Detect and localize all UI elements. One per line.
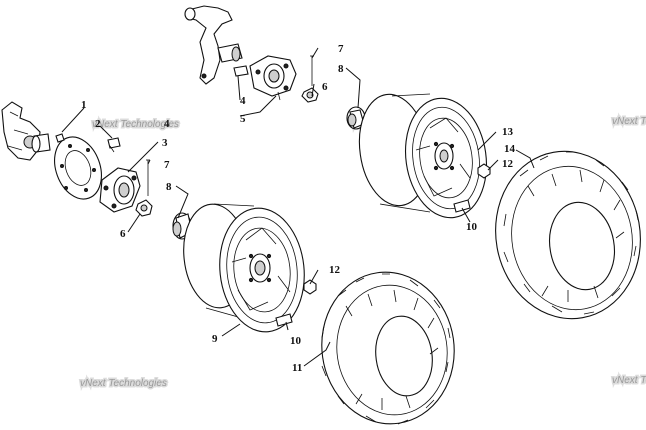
callout-7-left: 7 bbox=[164, 159, 170, 171]
callout-12-upper: 12 bbox=[502, 158, 514, 170]
lower-valve-stem bbox=[275, 313, 293, 327]
callout-6-upper: 6 bbox=[322, 81, 328, 93]
callout-9: 9 bbox=[212, 333, 218, 345]
lower-tire bbox=[321, 271, 455, 425]
callout-13: 13 bbox=[502, 126, 514, 138]
upper-lug-nut bbox=[477, 163, 491, 179]
callout-7-upper: 7 bbox=[338, 43, 344, 55]
upper-hub-bolt bbox=[233, 65, 249, 77]
watermark-text: vNext Technologies bbox=[92, 119, 179, 130]
callout-14: 14 bbox=[504, 143, 516, 155]
callout-2: 2 bbox=[95, 118, 101, 130]
upper-wheel-rim bbox=[358, 93, 488, 219]
leader-lines bbox=[61, 47, 535, 367]
callout-12-lower: 12 bbox=[329, 264, 341, 276]
left-steering-knuckle bbox=[1, 101, 51, 161]
callout-4-upper: 4 bbox=[240, 95, 246, 107]
watermark-text: vNext Technologies bbox=[612, 375, 646, 386]
lower-lug-nut bbox=[303, 279, 317, 295]
callout-10-upper: 10 bbox=[466, 221, 478, 233]
callout-labels: 1 2 3 4 4 5 6 6 7 7 8 8 9 10 10 11 12 12… bbox=[81, 43, 516, 374]
callout-11: 11 bbox=[292, 362, 302, 374]
callout-3: 3 bbox=[162, 137, 168, 149]
watermark-shadow: vNext Technologies bbox=[92, 119, 179, 130]
callout-1: 1 bbox=[81, 99, 87, 111]
left-cotter-pin-nut bbox=[135, 159, 153, 217]
watermark-shadow: vNext Technologies bbox=[80, 378, 167, 389]
upper-hub bbox=[249, 55, 297, 101]
seal-upper bbox=[346, 106, 366, 130]
watermark-text: vNext Technologies bbox=[80, 378, 167, 389]
brake-disc bbox=[54, 136, 102, 200]
upper-steering-knuckle bbox=[184, 5, 243, 85]
callout-8-lower: 8 bbox=[166, 181, 172, 193]
upper-tire bbox=[495, 150, 641, 320]
callout-4-left: 4 bbox=[164, 118, 170, 130]
watermark-shadow: vNext Technologies bbox=[612, 116, 646, 127]
upper-valve-stem bbox=[453, 199, 471, 213]
callout-5: 5 bbox=[240, 113, 246, 125]
watermark-text: vNext Technologies bbox=[612, 116, 646, 127]
left-hub bbox=[99, 167, 141, 213]
callout-8-upper: 8 bbox=[338, 63, 344, 75]
watermark-shadow: vNext Technologies bbox=[612, 375, 646, 386]
callout-6-left: 6 bbox=[120, 228, 126, 240]
callout-10-lower: 10 bbox=[290, 335, 302, 347]
lower-wheel-rim bbox=[183, 203, 305, 333]
left-hub-bolts bbox=[55, 133, 121, 153]
upper-cotter-pin-nut bbox=[301, 55, 319, 103]
